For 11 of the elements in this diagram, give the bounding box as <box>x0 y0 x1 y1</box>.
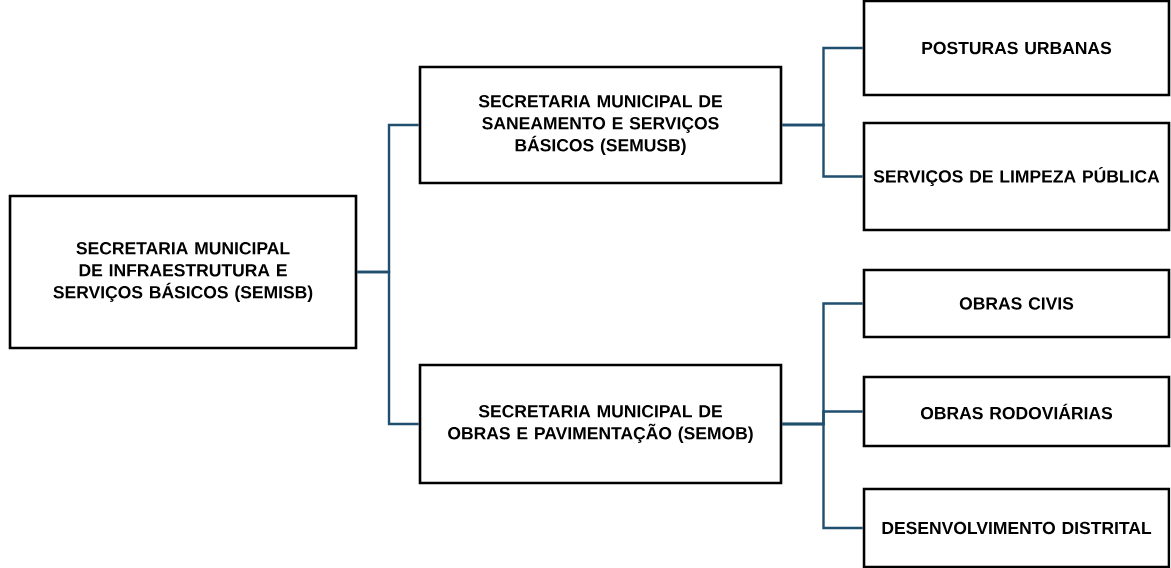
unit-box: POSTURAS URBANAS <box>862 0 1171 97</box>
unit-box: OBRAS CIVIS <box>862 268 1171 339</box>
unit-box: SERVIÇOS DE LIMPEZA PÚBLICA <box>862 121 1171 232</box>
department-box: SECRETARIA MUNICIPAL DE SANEAMENTO E SERVIÇOS BÁSICOS (SEMUSB) <box>418 65 783 185</box>
connector <box>782 123 863 178</box>
connector <box>782 422 863 530</box>
unit-box: OBRAS RODOVIÁRIAS <box>862 375 1171 448</box>
connector <box>357 270 419 426</box>
department-box: SECRETARIA MUNICIPAL DE OBRAS E PAVIMENTAÇÃO (SEMOB) <box>418 363 783 485</box>
unit-box: DESENVOLVIMENTO DISTRITAL <box>862 487 1171 568</box>
department-box: SECRETARIA MUNICIPAL DE INFRAESTRUTURA E SERVIÇOS BÁSICOS (SEMISB) <box>8 194 358 350</box>
